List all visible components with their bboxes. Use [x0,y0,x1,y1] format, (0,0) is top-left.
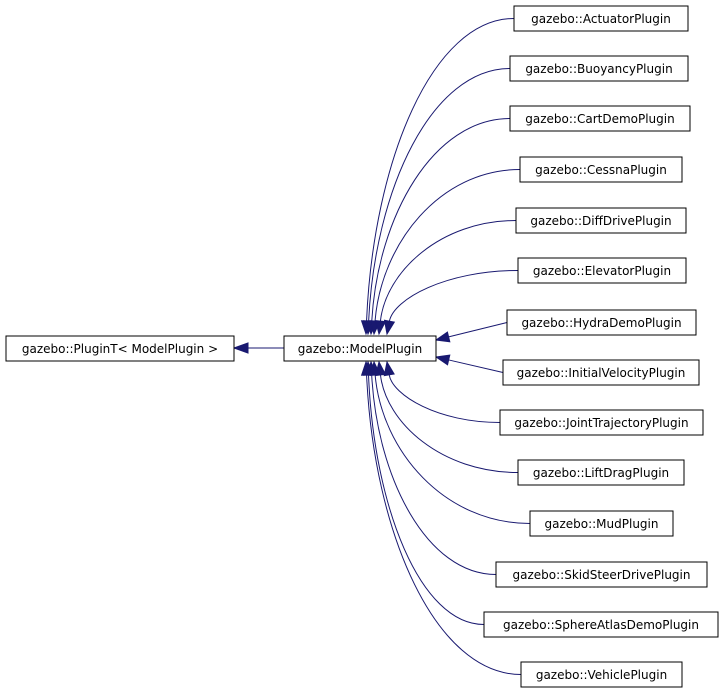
node-skid-steer-drive-plugin[interactable]: gazebo::SkidSteerDrivePlugin [495,561,708,588]
node-modelplugin[interactable]: gazebo::ModelPlugin [283,335,437,362]
edge-mud-plugin [374,374,531,524]
edge-diff-drive-plugin [379,220,517,322]
node-hydra-demo-plugin[interactable]: gazebo::HydraDemoPlugin [506,309,697,336]
edge-buoyancy-plugin [368,68,511,322]
node-label: gazebo::LiftDragPlugin [533,466,669,480]
arrowhead-icon [383,319,396,336]
edge-hydra-demo-plugin [448,322,508,338]
node-label: gazebo::MudPlugin [544,517,658,531]
node-diff-drive-plugin[interactable]: gazebo::DiffDrivePlugin [515,207,687,234]
node-label: gazebo::PluginT< ModelPlugin > [22,342,218,356]
node-sphere-atlas-demo-plugin[interactable]: gazebo::SphereAtlasDemoPlugin [483,611,719,638]
edge-initial-velocity-plugin [448,359,504,373]
derived-nodes: gazebo::ActuatorPlugingazebo::BuoyancyPl… [483,5,719,688]
node-lift-drag-plugin[interactable]: gazebo::LiftDragPlugin [517,459,685,486]
node-vehicle-plugin[interactable]: gazebo::VehiclePlugin [520,661,683,688]
node-actuator-plugin[interactable]: gazebo::ActuatorPlugin [513,5,689,32]
node-label: gazebo::SphereAtlasDemoPlugin [503,618,699,632]
node-label: gazebo::JointTrajectoryPlugin [514,416,688,430]
node-plugint-modelplugin[interactable]: gazebo::PluginT< ModelPlugin > [5,335,235,362]
node-joint-trajectory-plugin[interactable]: gazebo::JointTrajectoryPlugin [499,409,704,436]
edge-cart-demo-plugin [371,118,511,322]
node-label: gazebo::ModelPlugin [298,342,422,356]
node-label: gazebo::CessnaPlugin [535,163,667,177]
arrowhead-icon [232,342,249,354]
edge-joint-trajectory-plugin [388,374,501,423]
edge-sphere-atlas-demo-plugin [368,374,485,625]
inheritance-edges [232,18,531,675]
node-cart-demo-plugin[interactable]: gazebo::CartDemoPlugin [509,105,691,132]
node-label: gazebo::BuoyancyPlugin [525,62,672,76]
node-label: gazebo::VehiclePlugin [536,668,667,682]
node-label: gazebo::ActuatorPlugin [531,12,671,26]
arrowhead-icon [434,354,451,366]
node-label: gazebo::ElevatorPlugin [533,264,671,278]
edge-cessna-plugin [374,169,521,322]
node-cessna-plugin[interactable]: gazebo::CessnaPlugin [519,156,683,183]
edge-vehicle-plugin [366,374,522,675]
node-buoyancy-plugin[interactable]: gazebo::BuoyancyPlugin [509,55,689,82]
node-label: gazebo::CartDemoPlugin [525,112,674,126]
arrowhead-icon [360,360,373,376]
arrowhead-icon [383,360,395,377]
node-elevator-plugin[interactable]: gazebo::ElevatorPlugin [517,257,687,284]
node-label: gazebo::HydraDemoPlugin [521,316,681,330]
node-label: gazebo::SkidSteerDrivePlugin [513,568,691,582]
arrowhead-icon [434,331,451,343]
node-initial-velocity-plugin[interactable]: gazebo::InitialVelocityPlugin [502,359,700,386]
node-label: gazebo::InitialVelocityPlugin [517,366,686,380]
edge-skid-steer-drive-plugin [371,374,497,575]
node-label: gazebo::DiffDrivePlugin [530,214,671,228]
node-mud-plugin[interactable]: gazebo::MudPlugin [529,510,674,537]
edge-actuator-plugin [366,18,515,322]
arrowhead-icon [374,319,387,336]
edge-elevator-plugin [388,270,519,322]
edge-lift-drag-plugin [379,374,519,473]
